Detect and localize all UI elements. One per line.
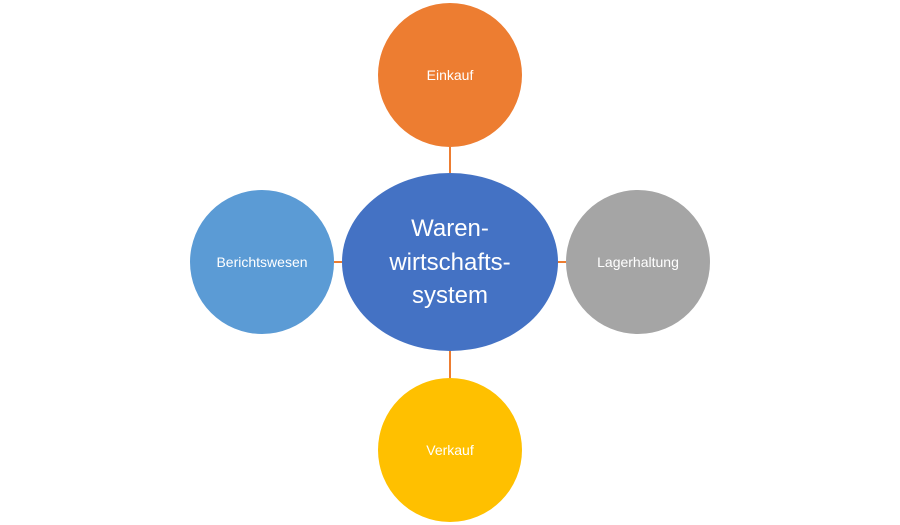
node-circle bbox=[378, 378, 522, 522]
node-einkauf[interactable]: Einkauf bbox=[378, 3, 522, 147]
node-label: Berichtswesen bbox=[216, 254, 307, 270]
node-verkauf[interactable]: Verkauf bbox=[378, 378, 522, 522]
center-ellipse bbox=[342, 173, 558, 351]
node-circle bbox=[566, 190, 710, 334]
node-label: Einkauf bbox=[427, 67, 474, 83]
node-label: Verkauf bbox=[426, 442, 474, 458]
node-berichtswesen[interactable]: Berichtswesen bbox=[190, 190, 334, 334]
node-lagerhaltung[interactable]: Lagerhaltung bbox=[566, 190, 710, 334]
connectors bbox=[334, 147, 566, 378]
center-node[interactable]: Waren- wirtschafts- system bbox=[342, 173, 558, 351]
center-label-line: system bbox=[412, 282, 488, 309]
node-circle bbox=[190, 190, 334, 334]
center-label-line: Waren- bbox=[411, 215, 489, 242]
center-label-line: wirtschafts- bbox=[388, 249, 510, 276]
node-label: Lagerhaltung bbox=[597, 254, 679, 270]
node-circle bbox=[378, 3, 522, 147]
